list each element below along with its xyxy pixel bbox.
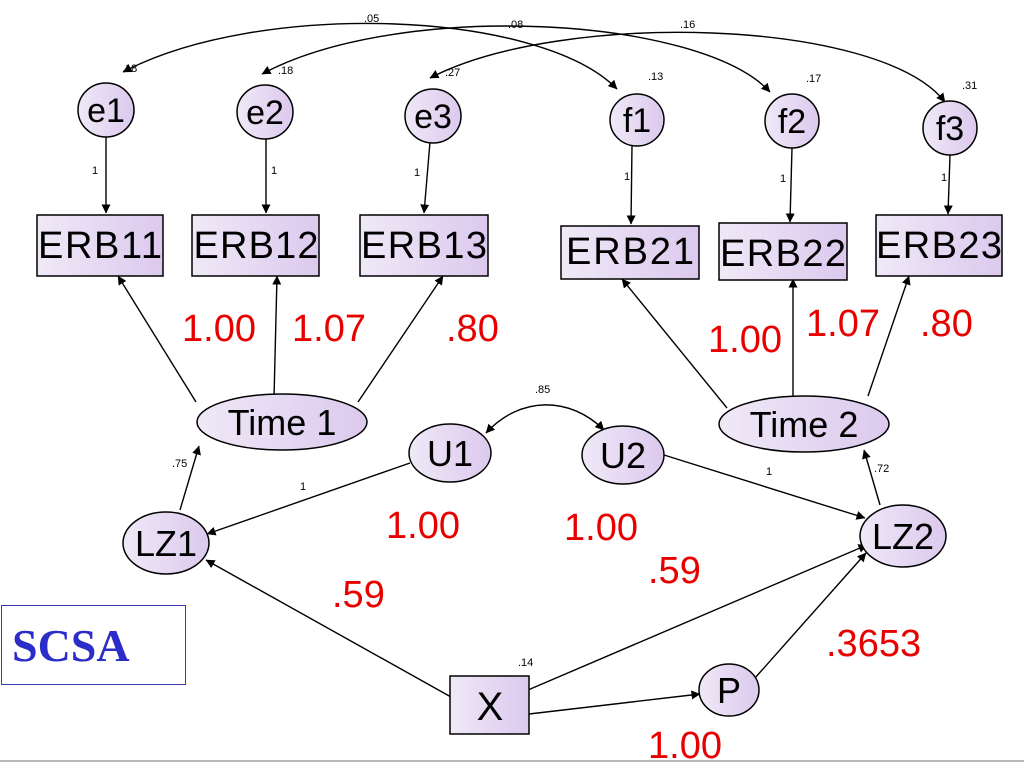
label-erb12: ERB12: [194, 225, 319, 267]
label-f3: f3: [936, 110, 964, 148]
node-x: [449, 675, 530, 735]
label-f2: f2: [778, 103, 806, 141]
path-label-e3: 1: [414, 167, 420, 179]
label-erb23: ERB23: [876, 225, 1002, 267]
node-lz2: [859, 504, 947, 568]
label-erb13: ERB13: [361, 225, 487, 267]
estimate-u2: 1.00: [564, 507, 638, 549]
estimate-t2-erb22: 1.07: [806, 303, 880, 345]
path-label-f3: 1: [941, 172, 947, 184]
path-label-lz2-time2: .72: [874, 463, 889, 475]
cov-arc-e1-f1: [122, 22, 618, 90]
label-erb21: ERB21: [566, 231, 694, 273]
variance-f2: .17: [806, 73, 821, 85]
variance-e3: .27: [445, 67, 460, 79]
cov-arc-e3-f3: [429, 31, 946, 103]
label-lz1: LZ1: [135, 523, 197, 564]
path-p-lz2: [754, 552, 867, 679]
path-label-u1-lz1: 1: [300, 481, 306, 493]
label-erb11: ERB11: [38, 225, 162, 267]
node-erb23: [875, 214, 1003, 277]
cov-arc-e2-f2: [261, 25, 771, 93]
node-e2: [236, 84, 294, 140]
path-e3-erb13: [420, 141, 431, 214]
estimate-p-lz2: .3653: [826, 623, 921, 665]
path-lz1-time1: [179, 445, 201, 511]
path-u2-lz2: [663, 454, 866, 520]
footer-divider: [0, 760, 1024, 762]
label-f1: f1: [623, 102, 651, 140]
variance-f3: .31: [962, 80, 977, 92]
label-time2: Time 2: [750, 404, 859, 445]
label-u1: U1: [427, 433, 473, 474]
path-label-f2: 1: [780, 173, 786, 185]
path-label-e1: 1: [92, 165, 98, 177]
node-f3: [922, 100, 978, 156]
variance-e2: .18: [278, 65, 293, 77]
path-label-f1: 1: [624, 171, 630, 183]
node-lz1: [122, 511, 210, 575]
node-erb12: [191, 214, 320, 277]
cov-label-e1-f1: .05: [364, 13, 379, 25]
path-x-lz1: [205, 559, 452, 698]
label-e1: e1: [87, 92, 125, 130]
path-u1-lz1: [206, 462, 411, 536]
label-erb22: ERB22: [720, 233, 846, 275]
estimate-x-lz1: .59: [332, 574, 385, 616]
estimate-u1: 1.00: [386, 505, 460, 547]
node-time1: [196, 393, 368, 451]
node-erb21: [560, 225, 700, 280]
path-lz2-time2: [862, 449, 881, 506]
node-time2: [718, 395, 890, 453]
estimate-t2-erb21: 1.00: [708, 319, 782, 361]
label-p: P: [717, 670, 741, 711]
cov-arc-u1-u2: [485, 404, 605, 434]
node-e1: [77, 82, 135, 138]
cov-label-e2-f2: .08: [508, 19, 523, 31]
path-time1-erb13: [357, 275, 444, 403]
estimate-t1-erb11: 1.00: [182, 308, 256, 350]
label-x: X: [477, 685, 504, 729]
brand-logo: SCSA: [1, 605, 186, 685]
path-x-p: [528, 690, 701, 715]
path-f2-erb22: [785, 147, 795, 223]
path-label-u2-lz2: 1: [766, 466, 772, 478]
node-u2: [581, 425, 665, 485]
variance-e1: .18: [122, 63, 137, 75]
label-lz2: LZ2: [872, 516, 934, 557]
variance-x: .14: [518, 657, 533, 669]
estimate-t2-erb23: .80: [920, 303, 973, 345]
node-u1: [408, 423, 492, 483]
node-f1: [609, 93, 665, 147]
cov-label-e3-f3: .16: [680, 19, 695, 31]
estimate-x-lz2: .59: [648, 550, 701, 592]
path-x-lz2: [527, 544, 868, 691]
label-u2: U2: [600, 435, 646, 476]
path-time1-erb11: [117, 275, 197, 403]
path-time1-erb12: [272, 275, 282, 399]
path-time2-erb23: [867, 275, 911, 397]
variance-f1: .13: [648, 71, 663, 83]
node-erb13: [359, 214, 489, 277]
estimate-t1-erb13: .80: [446, 308, 499, 350]
node-erb22: [718, 222, 848, 281]
path-label-lz1-time1: .75: [172, 458, 187, 470]
path-time2-erb21: [621, 278, 728, 409]
estimate-t1-erb12: 1.07: [292, 308, 366, 350]
path-f3-erb23: [943, 154, 953, 215]
node-e3: [404, 88, 462, 144]
label-e2: e2: [246, 94, 284, 132]
node-f2: [764, 93, 820, 149]
node-p: [698, 663, 760, 717]
node-erb11: [36, 214, 164, 277]
label-time1: Time 1: [228, 402, 337, 443]
path-f1-erb21: [626, 144, 636, 225]
cov-label-u1-u2: .85: [535, 384, 550, 396]
path-label-e2: 1: [271, 165, 277, 177]
label-e3: e3: [414, 98, 452, 136]
